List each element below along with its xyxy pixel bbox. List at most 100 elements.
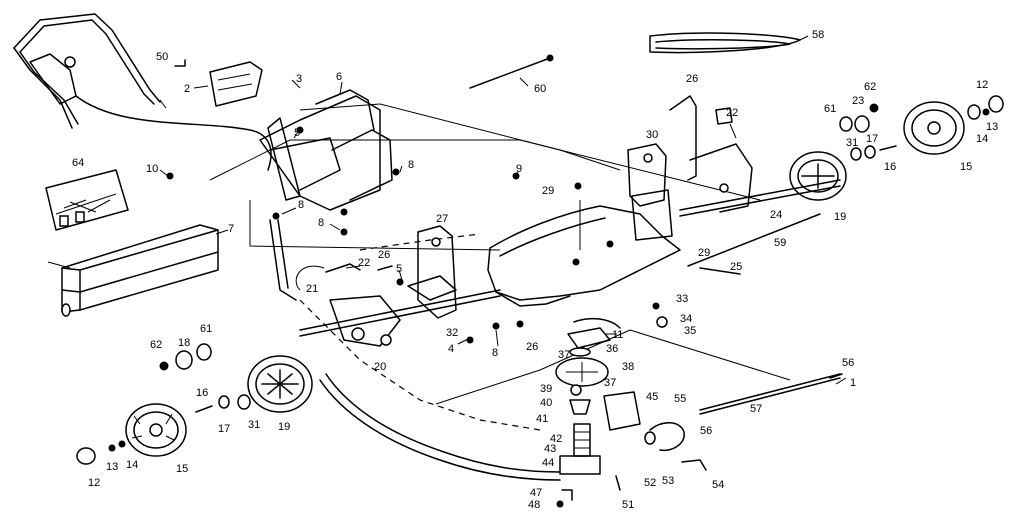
callout-13: 13 — [106, 461, 118, 473]
callout-13: 13 — [986, 121, 998, 133]
callout-19: 19 — [834, 211, 846, 223]
callout-5: 5 — [396, 263, 402, 275]
callout-44: 44 — [542, 457, 554, 469]
callout-41: 41 — [536, 413, 548, 425]
callout-37: 37 — [558, 349, 570, 361]
rear-axle — [299, 289, 501, 347]
callout-labels: 1 2 3 4 5 5 6 7 8 8 8 8 9 10 11 12 12 13… — [72, 29, 998, 511]
front-axle — [679, 143, 841, 217]
rods — [166, 32, 843, 415]
callout-35: 35 — [684, 325, 696, 337]
callout-37: 37 — [604, 377, 616, 389]
callout-57: 57 — [750, 403, 762, 415]
callout-16: 16 — [196, 387, 208, 399]
callout-8: 8 — [492, 347, 498, 359]
callout-9: 9 — [516, 163, 522, 175]
callout-26: 26 — [526, 341, 538, 353]
callout-17: 17 — [866, 133, 878, 145]
callout-16: 16 — [884, 161, 896, 173]
callout-14: 14 — [126, 459, 138, 471]
callout-31: 31 — [248, 419, 260, 431]
callout-21: 21 — [306, 283, 318, 295]
callout-39: 39 — [540, 383, 552, 395]
callout-3: 3 — [296, 73, 302, 85]
callout-60: 60 — [534, 83, 546, 95]
callout-26: 26 — [378, 249, 390, 261]
callout-5: 5 — [294, 127, 300, 139]
callout-48: 48 — [528, 499, 540, 511]
callout-11: 11 — [612, 329, 623, 341]
callout-62: 62 — [150, 339, 162, 351]
callout-61: 61 — [824, 103, 836, 115]
callout-24: 24 — [770, 209, 782, 221]
wheel-hardware — [76, 95, 1004, 465]
callout-15: 15 — [176, 463, 188, 475]
callout-61: 61 — [200, 323, 212, 335]
rear-baffle — [47, 224, 219, 317]
callout-38: 38 — [622, 361, 634, 373]
leader-lines — [159, 35, 847, 385]
callout-58: 58 — [812, 29, 824, 41]
callout-56: 56 — [700, 425, 712, 437]
callout-23: 23 — [852, 95, 864, 107]
callout-15: 15 — [960, 161, 972, 173]
right-rear-wheel-19 — [789, 151, 847, 201]
engine-deck — [487, 200, 681, 307]
callout-33: 33 — [676, 293, 688, 305]
handle-assembly — [13, 13, 272, 171]
callout-7: 7 — [228, 223, 234, 235]
callout-22: 22 — [726, 107, 738, 119]
callout-17: 17 — [218, 423, 230, 435]
callout-14: 14 — [976, 133, 988, 145]
discharge-door — [174, 59, 263, 107]
callout-8: 8 — [298, 199, 304, 211]
callout-20: 20 — [374, 361, 386, 373]
callout-53: 53 — [662, 475, 674, 487]
callout-29: 29 — [542, 185, 554, 197]
callout-64: 64 — [72, 157, 84, 169]
callout-30: 30 — [646, 129, 658, 141]
height-adjuster-left — [407, 225, 457, 319]
callout-54: 54 — [712, 479, 724, 491]
callout-36: 36 — [606, 343, 618, 355]
callout-12: 12 — [976, 79, 988, 91]
callout-32: 32 — [446, 327, 458, 339]
callout-18: 18 — [178, 337, 190, 349]
callout-56: 56 — [842, 357, 854, 369]
callout-10: 10 — [146, 163, 158, 175]
callout-31: 31 — [846, 137, 858, 149]
deck-outline — [209, 103, 791, 481]
callout-4: 4 — [448, 343, 454, 355]
callout-43: 43 — [544, 443, 556, 455]
callout-1: 1 — [850, 377, 856, 389]
callout-51: 51 — [622, 499, 634, 511]
callout-29: 29 — [698, 247, 710, 259]
callout-25: 25 — [730, 261, 742, 273]
callout-12: 12 — [88, 477, 100, 489]
right-front-wheel-15 — [903, 101, 965, 155]
callout-6: 6 — [336, 71, 342, 83]
callout-55: 55 — [674, 393, 686, 405]
callout-47: 47 — [530, 487, 542, 499]
blade-drive-parts — [555, 327, 707, 508]
callout-22: 22 — [358, 257, 370, 269]
callout-8: 8 — [408, 159, 414, 171]
callout-2: 2 — [184, 83, 190, 95]
callout-40: 40 — [540, 397, 552, 409]
callout-27: 27 — [436, 213, 448, 225]
callout-50: 50 — [156, 51, 168, 63]
callout-42: 42 — [550, 433, 562, 445]
callout-19: 19 — [278, 421, 290, 433]
upper-housing — [259, 89, 400, 301]
left-rear-wheel-19 — [247, 355, 313, 413]
grass-bag-frame — [45, 169, 129, 231]
height-adjuster-right — [627, 95, 697, 241]
callout-45: 45 — [646, 391, 658, 403]
callout-52: 52 — [644, 477, 656, 489]
callout-62: 62 — [864, 81, 876, 93]
callout-8: 8 — [318, 217, 324, 229]
callout-59: 59 — [774, 237, 786, 249]
left-front-wheel-15 — [125, 403, 187, 457]
callout-34: 34 — [680, 313, 692, 325]
